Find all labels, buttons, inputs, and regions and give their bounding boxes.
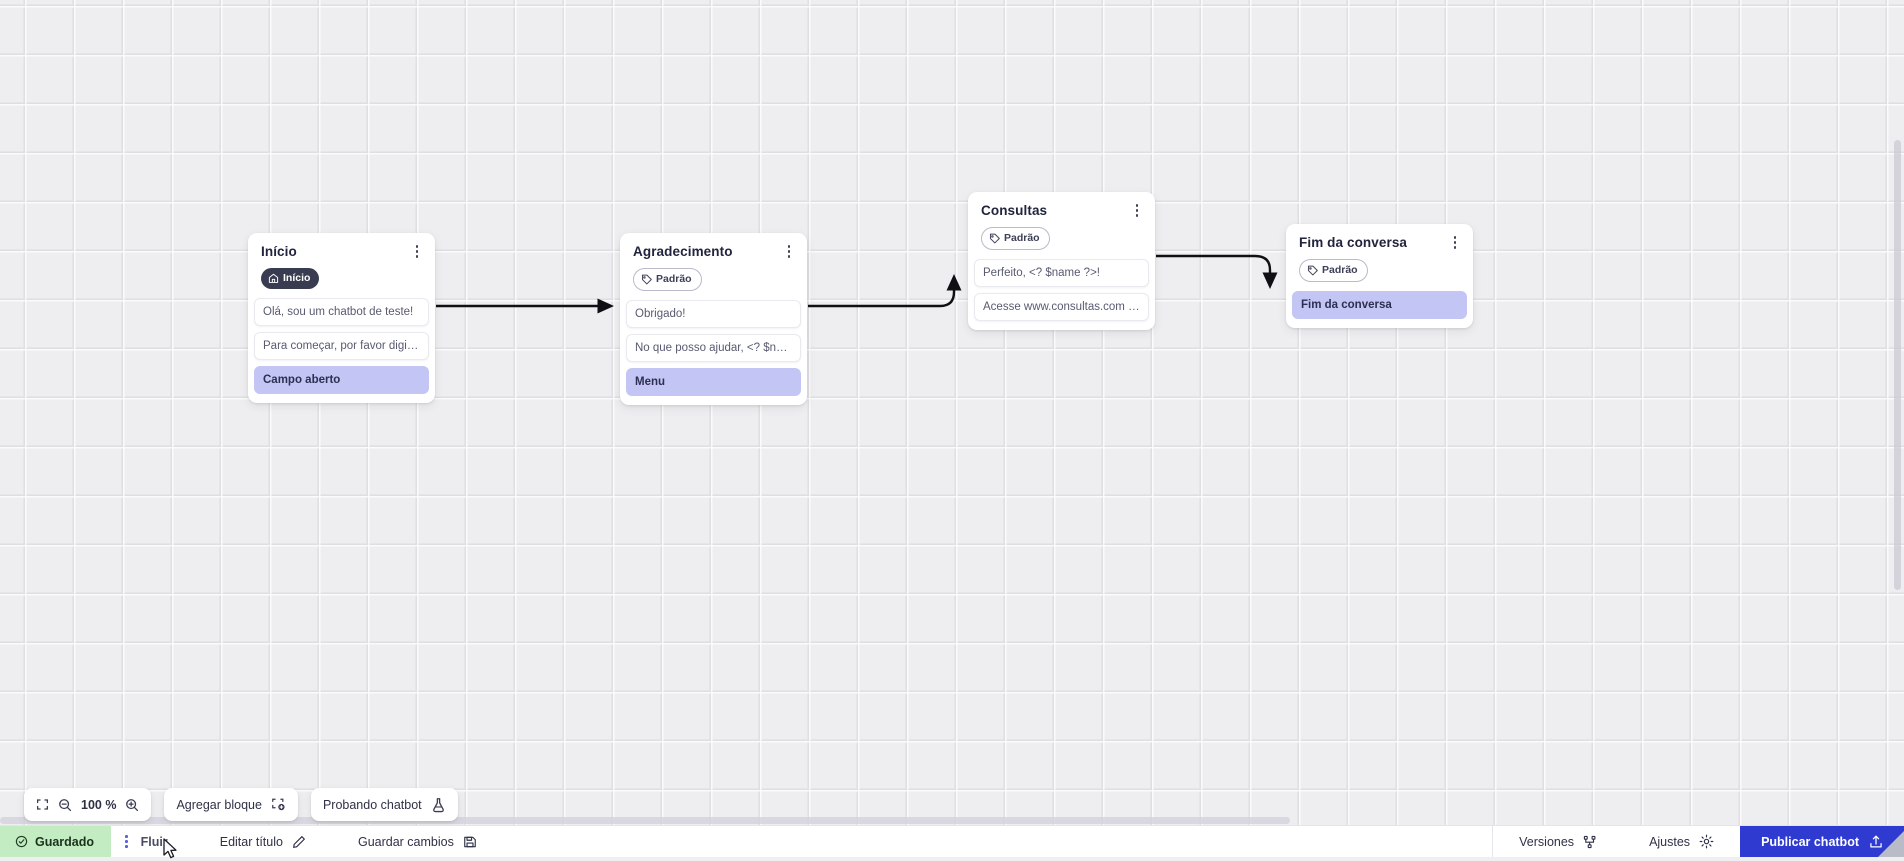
- zoom-in-icon[interactable]: [125, 798, 139, 812]
- edit-title-label: Editar título: [220, 835, 283, 849]
- node-title: Fim da conversa: [1299, 235, 1407, 251]
- floppy-disk-icon[interactable]: [463, 835, 477, 849]
- canvas-toolbar: 100 % Agregar bloque Probando chatbot: [24, 788, 458, 821]
- settings-button[interactable]: Ajustes: [1623, 826, 1740, 857]
- node-badge-row: Padrão: [968, 220, 1155, 259]
- status-bar-left: Guardado Fluir Editar título Guardar cam…: [0, 826, 503, 857]
- node-row-message[interactable]: No que posso ajudar, <? $name ...: [626, 334, 801, 362]
- node-row-message[interactable]: Para começar, por favor digite o ...: [254, 332, 429, 360]
- save-changes-button[interactable]: Guardar cambios: [332, 826, 503, 857]
- saved-label: Guardado: [35, 835, 94, 849]
- node-badge-label: Padrão: [1004, 233, 1040, 244]
- node-badge-label: Padrão: [1322, 265, 1358, 276]
- node-header: Consultas: [968, 192, 1155, 220]
- tag-icon: [989, 233, 1000, 244]
- node-badge[interactable]: Padrão: [981, 227, 1050, 250]
- add-block-label: Agregar bloque: [176, 798, 261, 812]
- edge-consultas-fim: [1156, 256, 1270, 286]
- save-changes-label: Guardar cambios: [358, 835, 454, 849]
- tag-icon: [1307, 265, 1318, 276]
- pencil-icon[interactable]: [292, 835, 306, 849]
- node-menu-icon[interactable]: [782, 243, 796, 261]
- test-chatbot-button[interactable]: Probando chatbot: [311, 788, 458, 821]
- upload-icon[interactable]: [1869, 834, 1883, 849]
- tab-fluir[interactable]: Fluir: [111, 826, 194, 857]
- node-row-message[interactable]: Acesse www.consultas.com par...: [974, 293, 1149, 321]
- home-icon: [268, 273, 279, 284]
- node-rows: Olá, sou um chatbot de teste! Para começa…: [248, 298, 435, 394]
- settings-label: Ajustes: [1649, 835, 1690, 849]
- zoom-controls: 100 %: [24, 788, 151, 821]
- node-menu-icon[interactable]: [410, 243, 424, 261]
- drag-dots-icon[interactable]: [125, 835, 128, 848]
- add-block-icon[interactable]: [271, 797, 286, 812]
- node-badge-label: Padrão: [656, 274, 692, 285]
- fit-screen-icon[interactable]: [36, 798, 49, 811]
- node-rows: Perfeito, <? $name ?>! Acesse www.consult…: [968, 259, 1155, 321]
- node-row-action[interactable]: Menu: [626, 368, 801, 396]
- node-header: Fim da conversa: [1286, 224, 1473, 252]
- node-row-message[interactable]: Olá, sou um chatbot de teste!: [254, 298, 429, 326]
- node-title: Agradecimento: [633, 244, 733, 260]
- vertical-scrollbar[interactable]: [1894, 140, 1901, 590]
- check-circle-icon: [15, 835, 28, 848]
- node-badge-label: Início: [283, 273, 310, 284]
- node-rows: Fim da conversa: [1286, 291, 1473, 319]
- node-badge[interactable]: Padrão: [633, 268, 702, 291]
- gear-icon[interactable]: [1699, 834, 1714, 849]
- node-row-action[interactable]: Campo aberto: [254, 366, 429, 394]
- node-badge[interactable]: Padrão: [1299, 259, 1368, 282]
- edge-agradecimento-consultas: [808, 277, 954, 306]
- status-bar-right: Versiones Ajustes Publicar chatbot: [1492, 826, 1904, 857]
- status-bar-spacer: [503, 826, 1492, 857]
- saved-status-badge: Guardado: [0, 826, 111, 857]
- edit-title-button[interactable]: Editar título: [194, 826, 332, 857]
- test-chatbot-label: Probando chatbot: [323, 798, 422, 812]
- node-menu-icon[interactable]: [1448, 234, 1462, 252]
- tab-fluir-label: Fluir: [141, 835, 168, 849]
- node-badge-row: Padrão: [1286, 252, 1473, 291]
- node-badge-row: Padrão: [620, 261, 807, 300]
- node-badge-row: Início: [248, 261, 435, 298]
- node-row-message[interactable]: Perfeito, <? $name ?>!: [974, 259, 1149, 287]
- zoom-level: 100 %: [81, 798, 116, 812]
- node-title: Consultas: [981, 203, 1047, 219]
- branch-icon[interactable]: [1583, 835, 1597, 849]
- node-menu-icon[interactable]: [1130, 202, 1144, 220]
- node-header: Início: [248, 233, 435, 261]
- publish-label: Publicar chatbot: [1761, 835, 1859, 849]
- versions-button[interactable]: Versiones: [1493, 826, 1623, 857]
- node-title: Início: [261, 244, 297, 260]
- status-bar: Guardado Fluir Editar título Guardar cam…: [0, 825, 1904, 857]
- node-rows: Obrigado! No que posso ajudar, <? $name .…: [620, 300, 807, 396]
- node-row-action[interactable]: Fim da conversa: [1292, 291, 1467, 319]
- node-row-message[interactable]: Obrigado!: [626, 300, 801, 328]
- zoom-out-icon[interactable]: [58, 798, 72, 812]
- publish-chatbot-button[interactable]: Publicar chatbot: [1740, 826, 1904, 857]
- versions-label: Versiones: [1519, 835, 1574, 849]
- node-badge[interactable]: Início: [261, 268, 319, 289]
- node-header: Agradecimento: [620, 233, 807, 261]
- tag-icon: [641, 274, 652, 285]
- flask-icon[interactable]: [431, 797, 446, 813]
- add-block-button[interactable]: Agregar bloque: [164, 788, 297, 821]
